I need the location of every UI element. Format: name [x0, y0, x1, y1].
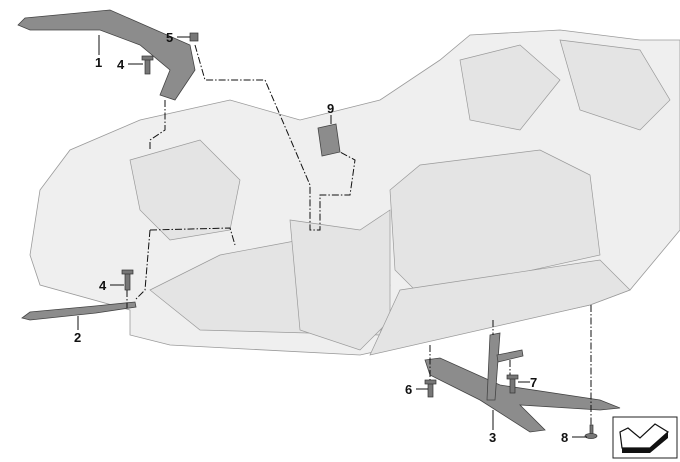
- callout-9: 9: [327, 101, 335, 116]
- callout-1: 1: [95, 55, 103, 70]
- part-1-brace: [17, 9, 196, 101]
- orientation-arrow-icon: [612, 416, 678, 459]
- part-9-pad: [317, 123, 341, 157]
- callout-4-top: 4: [117, 57, 125, 72]
- callout-7: 7: [530, 375, 538, 390]
- part-3-arm: [496, 349, 524, 363]
- callout-3: 3: [489, 430, 497, 445]
- car-body-shell: [29, 29, 680, 356]
- callout-5: 5: [166, 30, 174, 45]
- part-3-upright: [486, 332, 501, 401]
- callout-4-bottom: 4: [99, 278, 107, 293]
- callout-6: 6: [405, 382, 413, 397]
- part-2-strut: [21, 301, 137, 321]
- callout-8: 8: [561, 430, 569, 445]
- callout-2: 2: [74, 330, 82, 345]
- leader-lines: [77, 35, 592, 438]
